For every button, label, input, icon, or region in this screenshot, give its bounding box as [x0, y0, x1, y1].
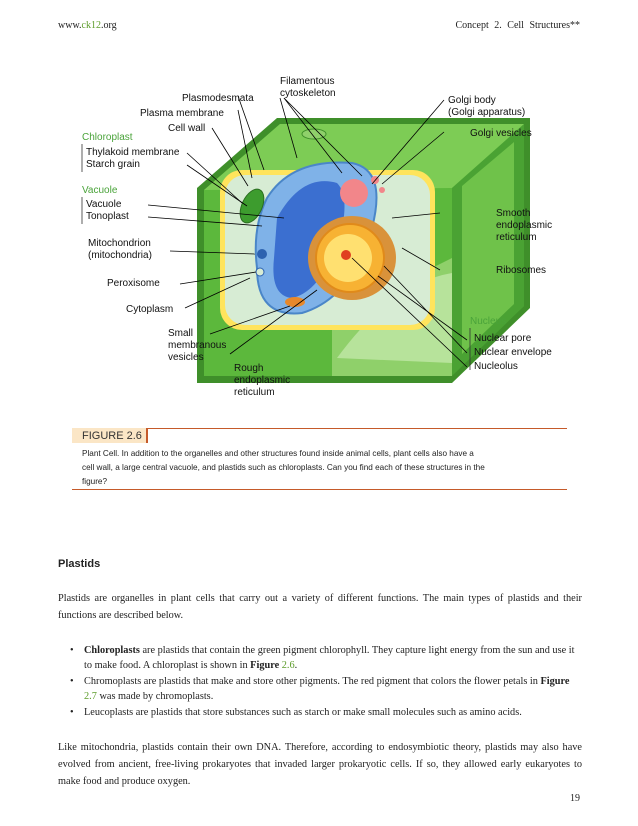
site-prefix: www.: [58, 20, 82, 31]
label-nucleus: Nucleus: [470, 316, 506, 327]
chloroplast-shape-2: [301, 128, 327, 140]
figure-label: FIGURE 2.6: [72, 428, 148, 443]
label-chloroplast: Chloroplast: [82, 132, 133, 143]
label-filamentous: Filamentous: [280, 76, 334, 87]
label-plasma-membrane: Plasma membrane: [140, 108, 224, 119]
label-plasmodesmata: Plasmodesmata: [182, 93, 254, 104]
list-item: Leucoplasts are plastids that store subs…: [70, 705, 582, 720]
section-title: Plastids: [58, 558, 101, 570]
peroxisome-shape: [257, 249, 267, 259]
page-number: 19: [570, 793, 580, 804]
label-tonoplast: Tonoplast: [86, 211, 129, 222]
label-smooth-endoplasmic: endoplasmic: [496, 220, 552, 231]
label-thylakoid: Thylakoid membrane: [86, 147, 180, 158]
bullet-text: Chromoplasts are plastids that make and …: [84, 676, 541, 687]
label-rough: Rough: [234, 363, 263, 374]
plastid-list: Chloroplasts are plastids that contain t…: [70, 643, 582, 721]
label-small: Small: [168, 328, 193, 339]
label-vesicles: vesicles: [168, 352, 204, 363]
closing-paragraph: Like mitochondria, plastids contain thei…: [58, 742, 582, 787]
label-cytoplasm: Cytoplasm: [126, 304, 173, 315]
label-rough-reticulum: reticulum: [234, 387, 275, 398]
label-ribosomes: Ribosomes: [496, 265, 546, 276]
label-nuclear-envelope: Nuclear envelope: [474, 347, 552, 358]
figure-caption: FIGURE 2.6 Plant Cell. In addition to th…: [72, 428, 567, 490]
vacuole-core: [273, 181, 345, 298]
label-vacuole: Vacuole: [86, 199, 122, 210]
label-golgi-body: Golgi body: [448, 95, 496, 106]
site-suffix: .org: [100, 20, 117, 31]
label-rough-endoplasmic: endoplasmic: [234, 375, 290, 386]
caption-top-rule: [72, 428, 567, 429]
label-smooth-reticulum: reticulum: [496, 232, 537, 243]
label-peroxisome: Peroxisome: [107, 278, 160, 289]
bullet-end: was made by chromoplasts.: [96, 691, 214, 702]
label-starch: Starch grain: [86, 159, 140, 170]
list-item: Chromoplasts are plastids that make and …: [70, 674, 582, 704]
plant-cell-figure: Filamentous cytoskeleton Plasmodesmata P…: [52, 58, 586, 418]
bullet-text: Leucoplasts are plastids that store subs…: [84, 707, 522, 718]
mitochondrion-shape: [285, 297, 305, 307]
golgi-vesicle-2: [379, 187, 385, 193]
caption-bottom-rule: [72, 489, 567, 490]
label-golgi-vesicles: Golgi vesicles: [470, 128, 532, 139]
nucleolus-shape: [341, 250, 351, 260]
leader-lines: [147, 95, 468, 368]
caption-line-1: Plant Cell. In addition to the organelle…: [82, 449, 474, 458]
figure-word: Figure: [540, 676, 570, 687]
bullet-text: are plastids that contain the green pigm…: [84, 645, 575, 671]
figure-link[interactable]: 2.6: [281, 660, 295, 671]
site-accent: ck12: [81, 20, 101, 31]
plant-cell-diagram: Filamentous cytoskeleton Plasmodesmata P…: [81, 76, 552, 398]
caption-line-3: figure?: [82, 477, 108, 486]
label-mitochondrion: Mitochondrion: [88, 238, 151, 249]
figure-word: Figure: [250, 660, 280, 671]
label-golgi-apparatus: (Golgi apparatus): [448, 107, 525, 118]
caption-text: Plant Cell. In addition to the organelle…: [82, 447, 562, 489]
golgi-shape: [340, 179, 368, 207]
figure-link[interactable]: 2.7: [84, 691, 97, 702]
vesicle-shape: [255, 267, 265, 277]
label-smooth: Smooth: [496, 208, 530, 219]
label-cytoskeleton: cytoskeleton: [280, 88, 336, 99]
label-nucleolus: Nucleolus: [474, 361, 518, 372]
concept-title: Concept 2. Cell Structures**: [455, 20, 580, 31]
label-cell-wall: Cell wall: [168, 123, 205, 134]
site-url[interactable]: www.ck12.org: [58, 20, 117, 31]
list-item: Chloroplasts are plastids that contain t…: [70, 643, 582, 673]
caption-line-2: cell wall, a large central vacuole, and …: [82, 463, 485, 472]
term-chloroplasts: Chloroplasts: [84, 645, 140, 656]
label-nuclear-pore: Nuclear pore: [474, 333, 532, 344]
bullet-end: .: [294, 660, 298, 671]
label-membranous: membranous: [168, 340, 226, 351]
label-vacuole-group: Vacuole: [82, 185, 118, 196]
label-mitochondria: (mitochondria): [88, 250, 152, 261]
intro-paragraph: Plastids are organelles in plant cells t…: [58, 593, 582, 621]
